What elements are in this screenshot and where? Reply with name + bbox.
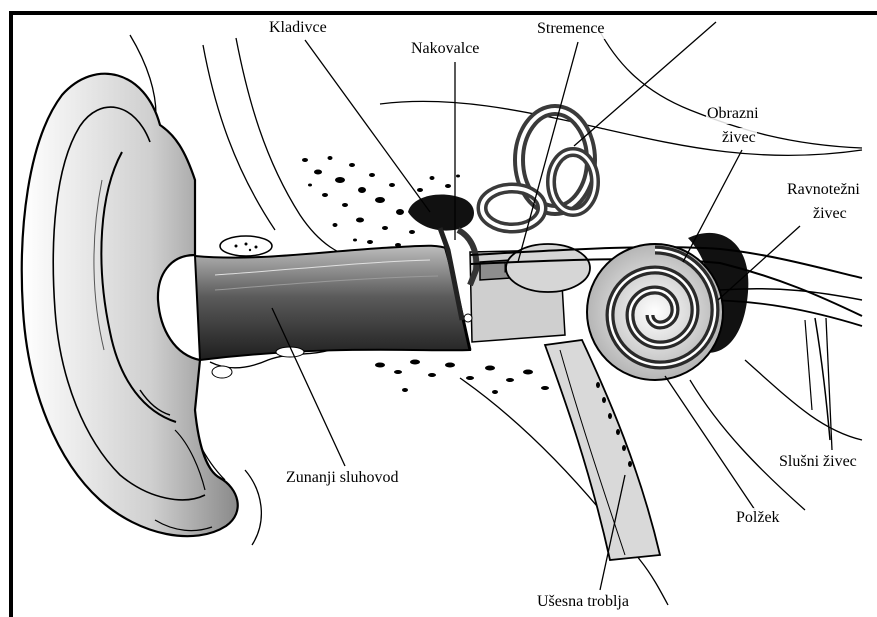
leader-line-polzek xyxy=(665,376,755,510)
label-stremence: Stremence xyxy=(536,19,606,39)
label-ravnotezni-zivec-line1: Ravnotežni xyxy=(786,180,861,200)
bone-texture xyxy=(375,360,549,395)
leader-line-unlabeled-top xyxy=(574,22,716,146)
ear-canal xyxy=(195,246,470,378)
label-nakovalce: Nakovalce xyxy=(410,39,480,59)
leader-line-kladivce xyxy=(305,40,430,212)
label-polzek: Polžek xyxy=(735,508,781,528)
label-slusni-zivec: Slušni živec xyxy=(778,452,858,472)
label-obrazni-zivec-line2: živec xyxy=(721,128,757,148)
label-kladivce: Kladivce xyxy=(268,18,328,38)
label-usesna-troblja: Ušesna troblja xyxy=(536,592,630,612)
cartilage-oval xyxy=(220,236,272,256)
cochlea xyxy=(587,244,723,380)
label-ravnotezni-zivec-line2: živec xyxy=(812,204,848,224)
label-zunanji-sluhovod: Zunanji sluhovod xyxy=(285,468,399,488)
label-obrazni-zivec-line1: Obrazni xyxy=(706,104,760,124)
